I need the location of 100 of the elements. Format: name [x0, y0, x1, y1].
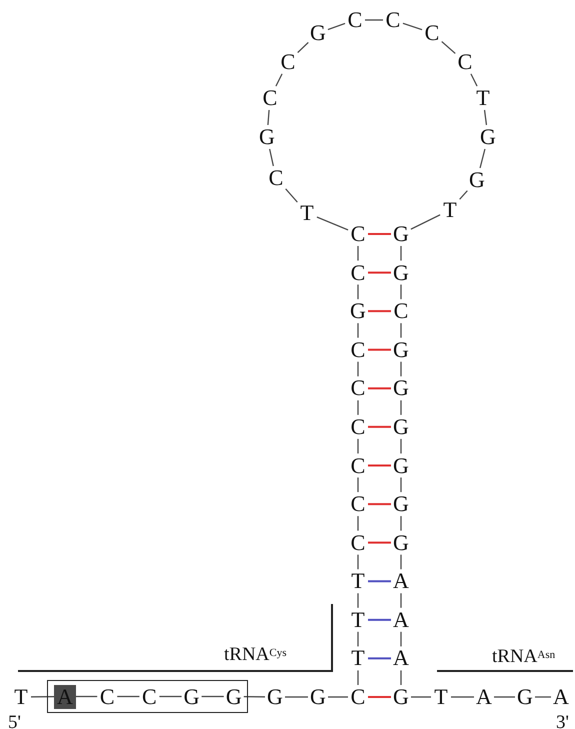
backbone-line: [357, 438, 359, 454]
nucleotide-letter: C: [455, 50, 475, 74]
backbone-line: [357, 323, 359, 338]
nucleotide-letter: C: [348, 454, 368, 478]
nucleotide-letter: A: [54, 684, 76, 708]
backbone-line: [297, 42, 309, 54]
nucleotide-letter: G: [515, 685, 535, 709]
nucleotide-letter: C: [391, 299, 411, 324]
nucleotide-letter: T: [297, 201, 317, 225]
backbone-line: [400, 593, 402, 608]
nucleotide-letter: A: [391, 569, 411, 594]
backbone-line: [357, 632, 359, 646]
nucleotide-letter: C: [97, 684, 118, 708]
base-pair-line: [368, 233, 391, 235]
backbone-line: [357, 554, 359, 570]
nucleotide-letter: G: [348, 299, 368, 324]
backbone-line: [400, 246, 402, 261]
strand-end-label: 5': [8, 712, 21, 729]
backbone-line: [328, 22, 346, 30]
backbone-line: [411, 696, 431, 698]
nucleotide-letter: G: [257, 125, 277, 149]
base-pair-line: [368, 542, 391, 544]
backbone-line: [400, 323, 402, 338]
backbone-line: [400, 670, 402, 685]
backbone-line: [535, 696, 551, 698]
backbone-line: [402, 22, 422, 30]
nucleotide-letter: G: [391, 685, 411, 709]
base-pair-line: [368, 426, 391, 428]
backbone-line: [117, 696, 140, 698]
backbone-line: [202, 696, 224, 698]
backbone-line: [470, 74, 478, 86]
backbone-line: [357, 362, 359, 376]
nucleotide-letter: T: [11, 685, 31, 709]
backbone-line: [357, 516, 359, 531]
nucleotide-letter: G: [224, 684, 244, 708]
nucleotide-letter: C: [348, 338, 368, 362]
nucleotide-letter: C: [348, 685, 368, 709]
backbone-line: [400, 284, 402, 300]
backbone-line: [328, 696, 348, 698]
backbone-line: [357, 478, 359, 492]
nucleotide-letter: G: [182, 684, 202, 708]
nucleotide-letter: T: [431, 685, 451, 709]
nucleotide-letter: C: [278, 50, 298, 74]
nucleotide-letter: C: [139, 684, 160, 708]
backbone-line: [494, 696, 515, 698]
nucleotide-letter: G: [391, 338, 411, 362]
nucleotide-letter: C: [348, 492, 368, 516]
backbone-line: [479, 148, 486, 168]
strand-end-label: 3': [556, 712, 569, 729]
backbone-line: [400, 632, 402, 646]
nucleotide-letter: G: [308, 685, 328, 709]
nucleotide-letter: C: [260, 86, 280, 110]
base-pair-line: [368, 464, 391, 466]
nucleotide-letter: C: [422, 21, 442, 45]
nucleotide-letter: G: [391, 376, 411, 400]
backbone-line: [357, 593, 359, 608]
backbone-line: [31, 696, 55, 698]
nucleotide-letter: T: [473, 86, 493, 110]
nucleotide-letter: C: [348, 222, 368, 246]
nucleotide-letter: G: [391, 222, 411, 246]
nucleotide-letter: G: [478, 125, 498, 149]
backbone-line: [400, 400, 402, 415]
nucleotide-letter: G: [467, 168, 487, 192]
backbone-line: [275, 74, 283, 86]
backbone-line: [357, 246, 359, 261]
gene-label: tRNA$^{Asn}$: [492, 646, 556, 668]
backbone-line: [357, 670, 359, 685]
nucleotide-letter: C: [348, 376, 368, 400]
backbone-line: [365, 19, 383, 21]
nucleotide-letter: C: [348, 530, 368, 555]
backbone-line: [484, 110, 488, 126]
backbone-line: [459, 190, 468, 200]
nucleotide-letter: G: [308, 21, 328, 45]
nucleotide-letter: A: [551, 685, 571, 709]
nucleotide-letter: T: [348, 646, 368, 670]
nucleotide-letter: G: [391, 414, 411, 439]
backbone-line: [267, 110, 270, 126]
backbone-line: [400, 362, 402, 376]
backbone-line: [285, 696, 308, 698]
backbone-line: [410, 214, 440, 230]
base-pair-line: [368, 580, 391, 582]
nucleotide-letter: A: [391, 608, 411, 632]
gene-label: tRNA$^{Cys}$: [224, 644, 287, 666]
base-pair-line: [368, 272, 391, 274]
nucleotide-letter: G: [391, 260, 411, 285]
base-pair-line: [368, 310, 391, 312]
backbone-line: [441, 41, 456, 54]
nucleotide-letter: G: [391, 454, 411, 478]
nucleotide-letter: T: [348, 608, 368, 632]
backbone-line: [357, 284, 359, 300]
nucleotide-letter: G: [391, 492, 411, 516]
nucleotide-letter: G: [391, 530, 411, 555]
backbone-line: [400, 516, 402, 531]
base-pair-line: [368, 348, 391, 351]
base-pair-line: [368, 618, 391, 621]
base-pair-line: [368, 503, 391, 506]
nucleotide-letter: G: [265, 685, 285, 709]
nucleotide-letter: A: [391, 646, 411, 670]
backbone-line: [400, 554, 402, 570]
sequence-box: [47, 680, 248, 713]
